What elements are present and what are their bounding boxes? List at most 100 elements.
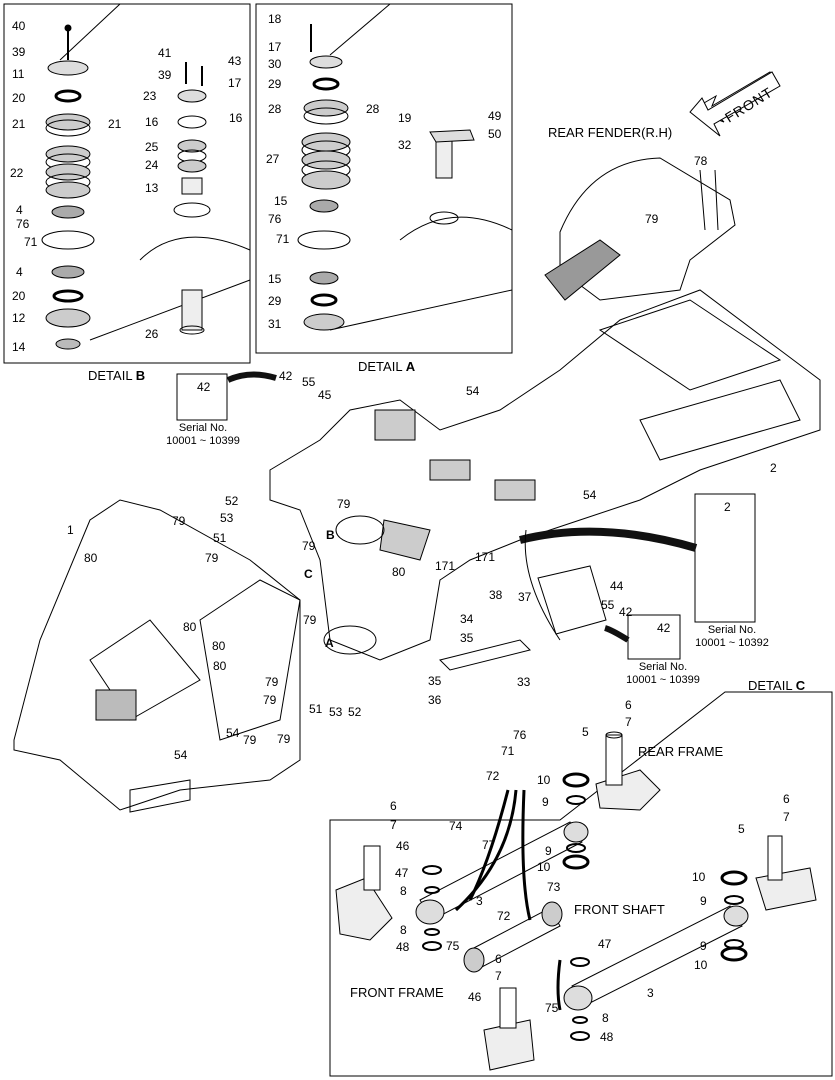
front-frame-caption: FRONT FRAME <box>350 985 444 1000</box>
part-label: 15 <box>274 194 288 208</box>
part-label: 12 <box>12 311 26 325</box>
part-label: 20 <box>12 91 26 105</box>
part-label: 7 <box>390 818 397 832</box>
part-label: 29 <box>268 77 282 91</box>
serial-box-3-text: Serial No.10001 ~ 10392 <box>695 624 769 649</box>
part-label: 6 <box>625 698 632 712</box>
part-label: 73 <box>547 880 561 894</box>
part-label: 8 <box>400 923 407 937</box>
part-label: 46 <box>396 839 410 853</box>
part-label: 45 <box>318 388 332 402</box>
part-label: 6 <box>495 952 502 966</box>
part-label: 21 <box>108 117 122 131</box>
part-label: 17 <box>268 40 282 54</box>
serial-box-2-part: 42 <box>657 621 671 635</box>
detail-c-caption: DETAIL C <box>748 678 806 693</box>
part-label: 4 <box>16 265 23 279</box>
part-label: 72 <box>497 909 511 923</box>
part-label: 10 <box>692 870 706 884</box>
part-label: 34 <box>460 612 474 626</box>
part-label: 54 <box>226 726 240 740</box>
part-label: 79 <box>265 675 279 689</box>
serial-box-1-text: Serial No.10001 ~ 10399 <box>166 422 240 447</box>
marker-c-label: C <box>304 567 313 581</box>
part-label: 7 <box>783 810 790 824</box>
part-label: 9 <box>700 894 707 908</box>
part-label: 55 <box>302 375 316 389</box>
part-label: 79 <box>243 733 257 747</box>
part-label: 54 <box>174 748 188 762</box>
part-label: 14 <box>12 340 26 354</box>
part-label: 9 <box>700 939 707 953</box>
part-label: 8 <box>602 1011 609 1025</box>
detail-c-panel <box>329 691 833 1077</box>
serial-box-2 <box>627 614 681 660</box>
part-label: 28 <box>366 102 380 116</box>
part-label: 36 <box>428 693 442 707</box>
part-label: 33 <box>517 675 531 689</box>
part-label: 42 <box>619 605 633 619</box>
part-label: 51 <box>213 531 227 545</box>
part-label: 1 <box>67 523 74 537</box>
part-label: 43 <box>228 54 242 68</box>
serial-box-1-part: 42 <box>197 380 211 394</box>
detail-b-caption: DETAIL B <box>88 368 146 383</box>
serial-box-1 <box>176 373 228 421</box>
part-label: 79 <box>337 497 351 511</box>
part-label: 7 <box>625 715 632 729</box>
detail-b-panel <box>3 3 251 364</box>
part-label: 9 <box>542 795 549 809</box>
part-label: 79 <box>277 732 291 746</box>
part-label: 3 <box>647 986 654 1000</box>
part-label: 48 <box>396 940 410 954</box>
part-label: 53 <box>329 705 343 719</box>
part-label: 27 <box>266 152 280 166</box>
part-label: 22 <box>10 166 24 180</box>
part-label: 42 <box>279 369 293 383</box>
part-label: 55 <box>601 598 615 612</box>
part-label: 54 <box>583 488 597 502</box>
part-label: 6 <box>783 792 790 806</box>
part-label: 28 <box>268 102 282 116</box>
part-label: 52 <box>348 705 362 719</box>
part-label: 37 <box>518 590 532 604</box>
marker-a-label: A <box>325 636 334 650</box>
part-label: 78 <box>694 154 708 168</box>
part-label: 49 <box>488 109 502 123</box>
part-label: 7 <box>495 969 502 983</box>
serial-box-3 <box>694 493 756 623</box>
part-label: 171 <box>475 550 496 564</box>
part-label: 11 <box>12 67 25 81</box>
part-label: 75 <box>545 1001 559 1015</box>
part-label: 18 <box>268 12 282 26</box>
part-label: 44 <box>610 579 624 593</box>
marker-b-label: B <box>326 528 335 542</box>
part-label: 9 <box>545 844 552 858</box>
detail-a-right-parts <box>399 129 513 241</box>
rear-frame-body <box>269 289 821 661</box>
part-label: 39 <box>12 45 26 59</box>
part-label: 41 <box>158 46 172 60</box>
part-label: 50 <box>488 127 502 141</box>
part-label: 171 <box>435 559 456 573</box>
part-label: 71 <box>24 235 38 249</box>
part-label: 38 <box>489 588 503 602</box>
part-label: 26 <box>145 327 159 341</box>
detail-b-left-stack <box>41 24 95 350</box>
part-label: 53 <box>220 511 234 525</box>
part-label: 80 <box>212 639 226 653</box>
part-label: 10 <box>537 773 551 787</box>
part-label: 16 <box>229 111 243 125</box>
part-label: 46 <box>468 990 482 1004</box>
part-label: 79 <box>302 539 316 553</box>
front-shaft <box>463 901 563 973</box>
serial-box-3-part: 2 <box>724 500 731 514</box>
front-arrow-icon <box>689 71 781 137</box>
part-label: 13 <box>145 181 159 195</box>
part-label: 80 <box>392 565 406 579</box>
front-frame-body <box>13 499 301 813</box>
part-label: 79 <box>303 613 317 627</box>
part-label: 39 <box>158 68 172 82</box>
part-label: 21 <box>12 117 26 131</box>
